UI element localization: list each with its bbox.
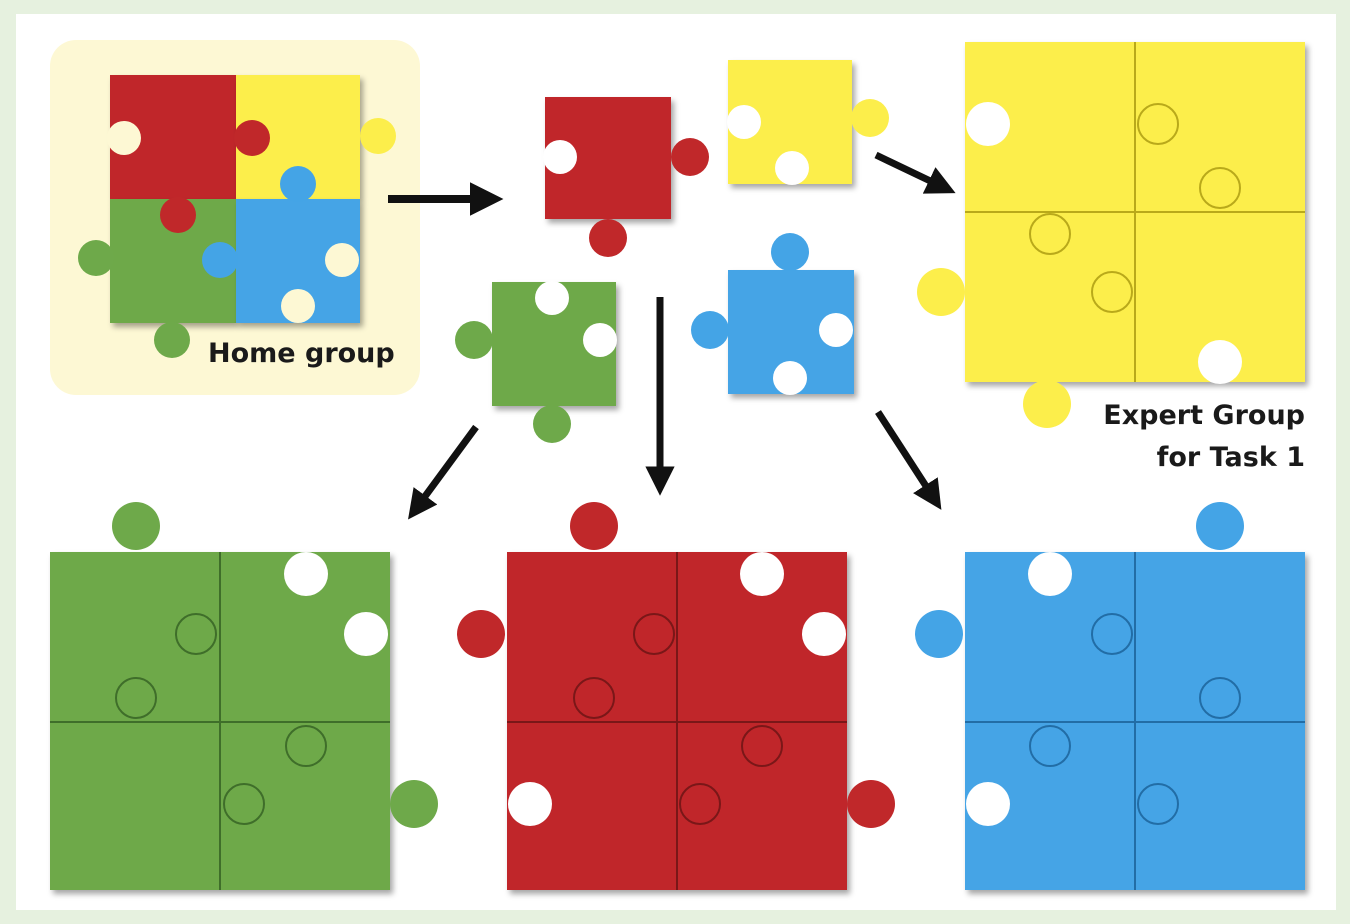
expert-group-yellow <box>917 42 1305 428</box>
home-hole <box>281 289 315 323</box>
home-knob <box>360 118 396 154</box>
home-knob <box>78 240 114 276</box>
home-knob <box>234 120 270 156</box>
home-knob <box>202 242 238 278</box>
home-knob <box>154 322 190 358</box>
expert-group-label-line2: for Task 1 <box>1157 442 1305 473</box>
home-hole <box>325 243 359 277</box>
home-knob <box>160 197 196 233</box>
expert-group-blue <box>915 502 1305 890</box>
expert-group-label-line1: Expert Group <box>1103 400 1305 431</box>
home-hole <box>107 121 141 155</box>
expert-group-red <box>457 502 895 890</box>
home-knob <box>280 166 316 202</box>
expert-group-green <box>50 502 438 890</box>
home-group-puzzle <box>78 75 396 358</box>
home-group-label: Home group <box>208 338 395 369</box>
